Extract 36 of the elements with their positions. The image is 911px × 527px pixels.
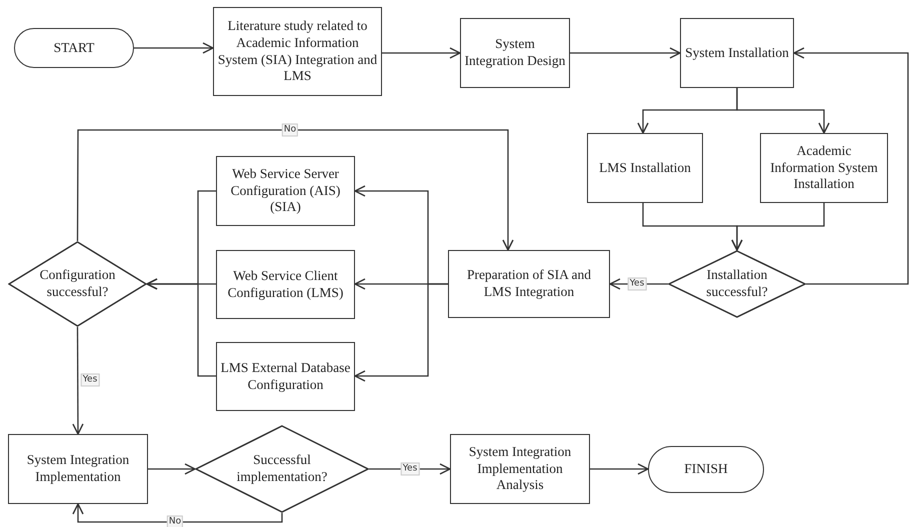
process-box: LMS External Database Configuration	[216, 342, 355, 411]
arrow	[793, 47, 909, 285]
arrow	[148, 463, 196, 475]
arrow	[72, 327, 84, 435]
process-box: System Integration Implementation Analysis	[450, 434, 590, 504]
process-box: System Integration Implementation	[8, 434, 148, 504]
arrow	[736, 88, 830, 134]
process-box: Web Service Client Configuration (LMS)	[216, 250, 355, 319]
edge-label: No	[282, 124, 298, 136]
arrow	[609, 278, 668, 290]
process-box: LMS Installation	[587, 133, 703, 203]
process-box: Web Service Server Configuration (AIS) (SIA)	[216, 156, 355, 226]
arrow	[731, 203, 825, 251]
edge-label: Yes	[80, 374, 100, 386]
decision-diamond: Installation successful?	[668, 250, 806, 318]
process-box: System Installation	[680, 18, 794, 88]
arrow	[369, 463, 451, 475]
edge-label: Yes	[628, 278, 646, 290]
process-box: Preparation of SIA and LMS Integration	[448, 250, 610, 318]
arrow	[134, 42, 214, 54]
process-box: System Integration Design	[460, 18, 570, 88]
decision-diamond: Configuration successful?	[8, 241, 147, 327]
terminal-shape: START	[14, 28, 134, 68]
arrow	[354, 283, 448, 382]
arrow	[382, 47, 461, 59]
decision-diamond: Successful implementation?	[195, 425, 369, 513]
process-box: Literature study related to Academic Information System (SIA) Integration and LMS	[213, 7, 382, 96]
arrow	[590, 463, 649, 475]
arrow	[76, 129, 514, 251]
terminal-shape: FINISH	[648, 446, 764, 493]
process-box: Academic Information System Installation	[760, 133, 888, 203]
edge-label: Yes	[400, 462, 420, 476]
arrow	[570, 47, 681, 59]
arrow	[72, 503, 283, 523]
arrow	[146, 278, 216, 377]
edge-label: No	[166, 516, 184, 527]
